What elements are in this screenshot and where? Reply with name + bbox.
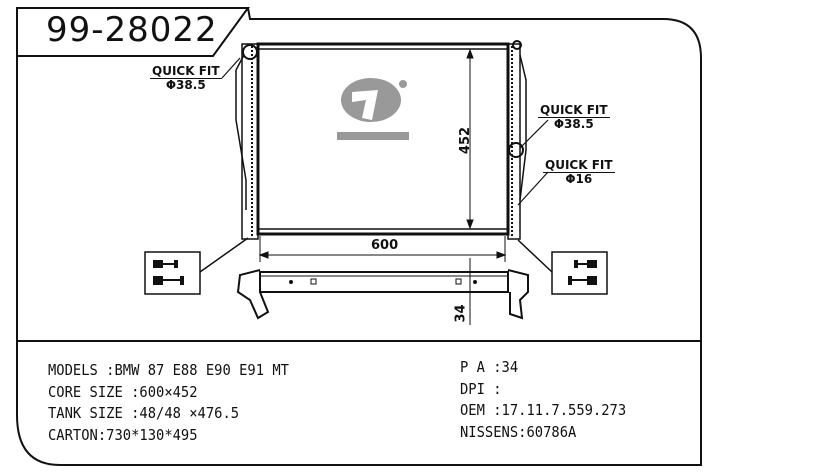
callout-quick-fit-right-lower: QUICK FIT Φ16 (543, 158, 615, 186)
spec-tank-size: TANK SIZE :48/48 ×476.5 (48, 404, 240, 422)
spec-core-size: CORE SIZE :600×452 (48, 382, 198, 401)
part-number-title: 99-28022 (46, 10, 218, 50)
width-dimension: 600 (371, 238, 399, 253)
specs-right: P A :34 DPI : OEM :17.11.7.559.273 NISSE… (460, 357, 626, 443)
spec-dpi: DPI : (460, 379, 502, 398)
callout-label: QUICK FIT (543, 158, 615, 173)
callout-value: Φ38.5 (553, 117, 594, 131)
thickness-dimension: 34 (453, 304, 469, 323)
callout-quick-fit-right-upper: QUICK FIT Φ38.5 (538, 103, 610, 131)
callout-value: Φ16 (565, 172, 593, 186)
specs-left: MODELS :BMW 87 E88 E90 E91 MT CORE SIZE … (48, 360, 289, 446)
brand-logo (337, 78, 409, 140)
height-dimension: 452 (458, 126, 474, 155)
dimension-lines (258, 48, 507, 325)
callout-label: QUICK FIT (150, 64, 222, 79)
callout-leaders (221, 57, 549, 206)
outer-frame (16, 7, 702, 466)
spec-nissens: NISSENS:60786A (460, 422, 577, 441)
callout-label: QUICK FIT (538, 103, 610, 118)
spec-carton: CARTON:730*130*495 (48, 425, 198, 444)
callout-value: Φ38.5 (165, 78, 206, 92)
spec-oem: OEM :17.11.7.559.273 (460, 401, 627, 419)
connector-details (144, 237, 608, 295)
radiator-front-view (235, 40, 527, 240)
spec-models: MODELS :BMW 87 E88 E90 E91 MT (48, 361, 289, 379)
callout-quick-fit-left: QUICK FIT Φ38.5 (150, 64, 222, 92)
spec-pa: P A :34 (460, 358, 519, 376)
radiator-top-view (236, 269, 529, 320)
